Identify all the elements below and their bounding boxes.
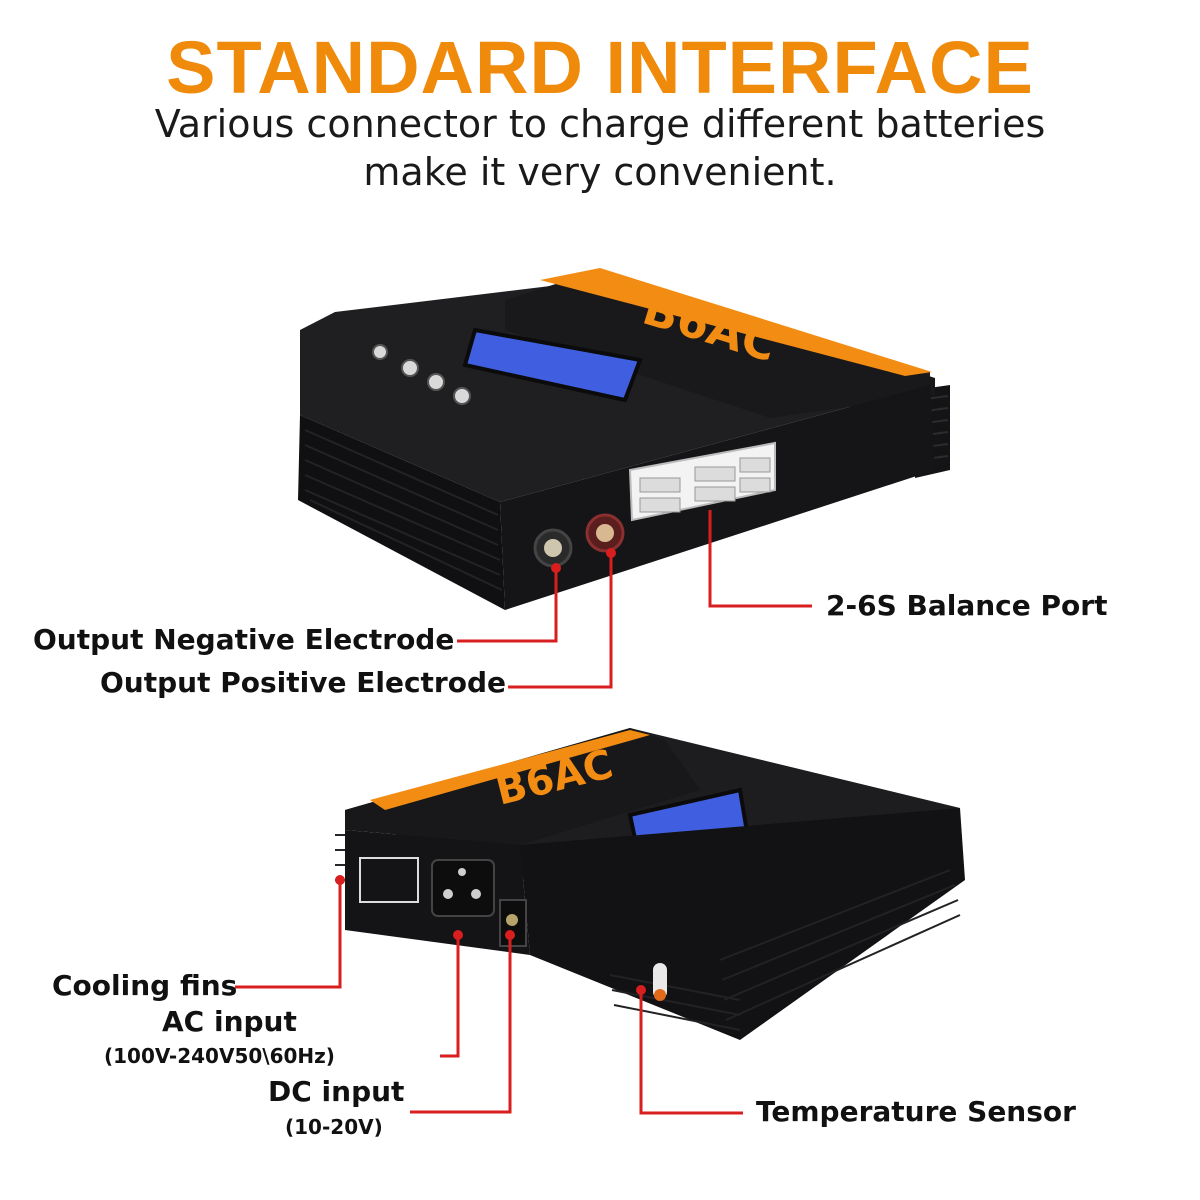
callout-dots (335, 548, 646, 995)
callout-dc-input (410, 935, 512, 1114)
callout-balance-port (708, 510, 812, 608)
dc-input-socket (499, 899, 527, 947)
output-positive-jack (585, 513, 625, 553)
temperature-sensor-port (653, 963, 667, 1001)
control-buttons (372, 344, 471, 405)
label-dc-input: DC input (268, 1075, 405, 1108)
label-ac-input: AC input (162, 1005, 297, 1038)
balance-port (628, 441, 776, 522)
label-ac-input-spec: (100V-240V50\60Hz) (104, 1044, 335, 1068)
caution-label (359, 857, 419, 903)
label-output-negative: Output Negative Electrode (33, 623, 455, 656)
charger-top-view: B6AC (298, 268, 950, 610)
charger-rear-view: B6AC (335, 728, 965, 1040)
callout-ac-input (440, 935, 460, 1058)
orange-stripe (540, 268, 932, 376)
page-title: STANDARD INTERFACE (166, 26, 1034, 109)
output-negative-jack (533, 528, 573, 568)
callout-lines (235, 510, 812, 1115)
callout-positive (508, 553, 613, 689)
label-output-positive: Output Positive Electrode (100, 666, 506, 699)
callout-negative (457, 568, 558, 643)
label-dc-input-spec: (10-20V) (285, 1115, 383, 1139)
subtitle-line-1: Various connector to charge different ba… (154, 102, 1046, 146)
ac-input-socket (431, 859, 495, 917)
label-temperature-sensor: Temperature Sensor (756, 1095, 1076, 1128)
label-cooling-fins: Cooling fins (52, 969, 238, 1002)
label-balance-port: 2-6S Balance Port (826, 589, 1108, 622)
subtitle-line-2: make it very convenient. (363, 150, 837, 194)
callout-temp-sensor (639, 990, 743, 1115)
orange-stripe-rear (370, 730, 650, 810)
lcd-screen (462, 327, 643, 403)
callout-cooling-fins (235, 880, 342, 989)
